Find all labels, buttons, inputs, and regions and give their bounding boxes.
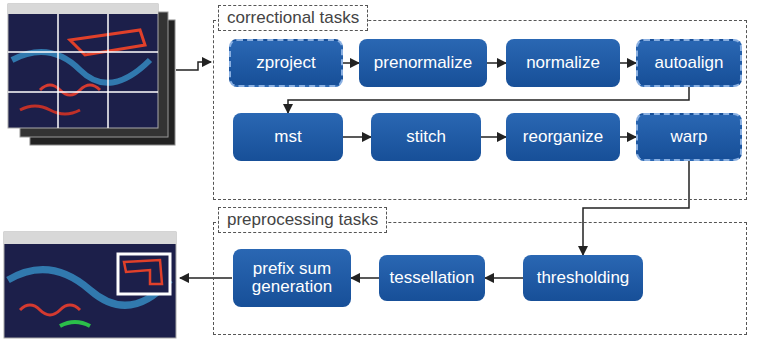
- task-label: prenormalize: [374, 54, 472, 72]
- task-label: autoalign: [654, 54, 723, 72]
- output-arrow: [180, 277, 232, 279]
- task-label: tessellation: [389, 269, 474, 287]
- screenshot-stack: [8, 4, 175, 145]
- flow-arrow: [487, 62, 506, 64]
- process-box: prefix sum generation: [233, 249, 351, 307]
- flow-arrow: [620, 136, 636, 138]
- task-label: thresholding: [537, 269, 630, 287]
- task-group: preprocessing tasksprefix sum generation…: [213, 222, 747, 335]
- process-box: reorganize: [506, 113, 620, 161]
- task-label: prefix sum generation: [239, 260, 345, 296]
- task-group: correctional taskszprojectprenormalizeno…: [213, 20, 747, 200]
- result-screenshot: [4, 232, 176, 338]
- process-box: stitch: [371, 113, 481, 161]
- process-box: autoalign: [636, 39, 742, 87]
- task-label: zproject: [256, 54, 316, 72]
- input-arrow: [176, 62, 211, 70]
- task-label: mst: [274, 128, 301, 146]
- process-box: zproject: [229, 39, 343, 87]
- task-label: normalize: [526, 54, 600, 72]
- group-heading: preprocessing tasks: [218, 207, 387, 233]
- process-box: thresholding: [523, 255, 643, 301]
- flow-arrow: [288, 87, 689, 113]
- process-box: mst: [233, 113, 343, 161]
- flow-arrow: [351, 277, 379, 279]
- flow-arrow: [620, 62, 636, 64]
- flow-arrow: [583, 161, 689, 255]
- task-label: reorganize: [523, 128, 603, 146]
- process-box: warp: [636, 113, 742, 161]
- flow-arrow: [343, 62, 359, 64]
- task-label: stitch: [406, 128, 446, 146]
- task-label: warp: [671, 128, 708, 146]
- process-box: normalize: [506, 39, 620, 87]
- flow-arrow: [485, 277, 523, 279]
- process-box: prenormalize: [359, 39, 487, 87]
- flow-arrow: [343, 136, 371, 138]
- group-heading: correctional tasks: [218, 5, 368, 31]
- process-box: tessellation: [379, 255, 485, 301]
- flow-arrow: [481, 136, 506, 138]
